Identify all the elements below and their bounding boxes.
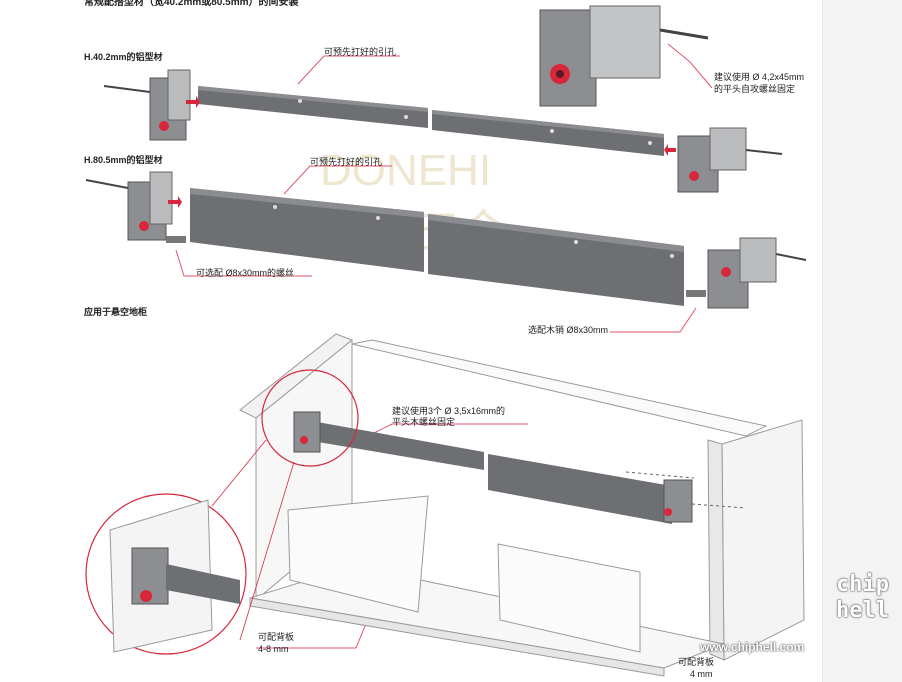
brand-watermark-latin: DONEHI xyxy=(320,146,491,195)
label-pre-hole-mid: 可预先打好的引孔 xyxy=(310,157,383,167)
bracket-left-mid xyxy=(85,171,186,243)
label-wood-screw-line1: 建议使用3个 Ø 3,5x16mm的 xyxy=(392,406,506,416)
magnifier-small xyxy=(261,369,359,467)
label-back-panel-1-size: 4-8 mm xyxy=(258,644,289,654)
page-title: 常规配搭型材（宽40.2mm或80.5mm）的间安装 xyxy=(84,0,299,8)
label-hanging-cabinet: 应用于悬空地柜 xyxy=(84,307,148,317)
label-back-panel-2-size: 4 mm xyxy=(690,669,713,679)
logo-line-chip: chip xyxy=(836,572,889,597)
bracket-left-top xyxy=(103,69,200,141)
rail-80mm xyxy=(190,188,684,306)
magnifier-large xyxy=(85,493,247,655)
label-h80: H.80.5mm的铝型材 xyxy=(84,155,163,165)
label-pre-hole-top: 可预先打好的引孔 xyxy=(324,47,397,57)
label-wood-screw-line2: 平头木螺丝固定 xyxy=(392,417,456,427)
label-optional-dowel: 选配木销 Ø8x30mm xyxy=(528,325,609,335)
right-margin-strip xyxy=(822,0,902,682)
label-screw-rec-line2: 的平头自攻螺丝固定 xyxy=(714,84,796,94)
cabinet-rail xyxy=(293,411,747,524)
label-screw-rec-line1: 建议使用 Ø 4,2x45mm xyxy=(714,72,805,82)
chiphell-logo: chip hell xyxy=(836,572,889,672)
bracket-right-top xyxy=(664,127,783,193)
magnified-bracket xyxy=(109,499,240,653)
cabinet-drawing xyxy=(239,333,805,677)
label-back-panel-2: 可配背板 xyxy=(678,657,715,667)
bracket-right-mid xyxy=(686,237,807,309)
label-back-panel-1: 可配背板 xyxy=(258,632,295,642)
bracket-detail-inset xyxy=(539,5,709,107)
label-optional-screw: 可选配 Ø8x30mm的螺丝 xyxy=(196,268,295,278)
site-watermark: www.chiphell.com xyxy=(700,640,805,654)
label-h40: H.40.2mm的铝型材 xyxy=(84,52,163,62)
rail-40mm xyxy=(198,86,664,156)
logo-line-hell: hell xyxy=(836,598,889,623)
